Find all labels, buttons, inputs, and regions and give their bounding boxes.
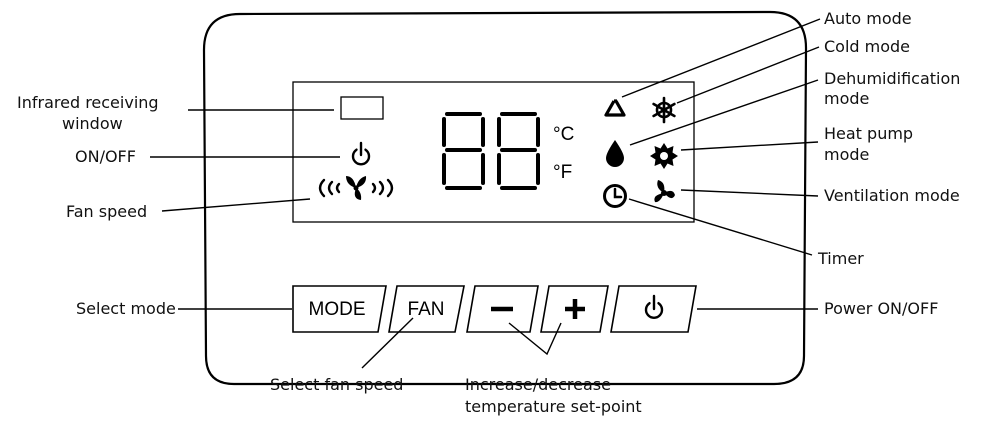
label-auto-mode: Auto mode	[824, 9, 912, 28]
fan-button-label: FAN	[408, 299, 445, 320]
seven-segment-digit-left	[442, 112, 485, 190]
snowflake-icon	[652, 96, 676, 124]
mode-button-label: MODE	[309, 299, 366, 320]
label-timer: Timer	[818, 249, 864, 268]
label-inc-dec-line2: temperature set-point	[465, 397, 642, 416]
label-fan-speed: Fan speed	[66, 202, 148, 221]
power-button[interactable]	[610, 285, 697, 333]
sun-gear-icon	[650, 143, 678, 169]
label-dehum-line2: mode	[824, 89, 870, 108]
leader-ventilation	[680, 189, 819, 197]
label-inc-dec-line1: Increase/decrease	[465, 375, 611, 394]
mode-button[interactable]: MODE	[292, 285, 387, 333]
power-indicator-icon	[351, 141, 371, 166]
decrease-button[interactable]	[466, 285, 539, 333]
recycle-triangle-icon	[604, 99, 626, 117]
infrared-window	[340, 96, 384, 120]
fan-icon	[654, 180, 675, 203]
power-icon	[644, 294, 664, 320]
seven-segment-digit-right	[497, 112, 540, 190]
label-heat-line2: mode	[824, 145, 870, 164]
water-drop-icon	[606, 140, 624, 167]
plus-icon	[565, 299, 585, 319]
leader-auto-mode	[621, 18, 821, 98]
label-select-mode: Select mode	[76, 299, 176, 318]
leader-dehum	[629, 79, 819, 146]
leader-heat-pump	[680, 141, 819, 151]
display-window	[292, 81, 695, 223]
label-infrared-line2: window	[62, 114, 123, 133]
leader-lines	[150, 18, 821, 369]
unit-fahrenheit: °F	[553, 162, 572, 183]
fan-button[interactable]: FAN	[388, 285, 465, 333]
label-dehum-line1: Dehumidification	[824, 69, 961, 88]
leader-timer	[628, 198, 813, 256]
leader-cold-mode	[676, 46, 820, 104]
leader-select-fan	[361, 317, 414, 369]
label-cold-mode: Cold mode	[824, 37, 911, 56]
increase-button[interactable]	[540, 285, 609, 333]
fan-speed-icon	[318, 176, 394, 200]
label-on-off: ON/OFF	[75, 147, 136, 166]
unit-celsius: °C	[553, 124, 574, 145]
leader-inc-dec	[508, 322, 562, 356]
label-select-fan-speed: Select fan speed	[270, 375, 404, 394]
leader-fan-speed	[161, 198, 311, 212]
label-heat-line1: Heat pump	[824, 124, 914, 143]
label-infrared-line1: Infrared receiving	[17, 93, 159, 112]
clock-icon	[603, 184, 627, 208]
label-power-on-off: Power ON/OFF	[824, 299, 939, 318]
label-ventilation-mode: Ventilation mode	[824, 186, 960, 205]
